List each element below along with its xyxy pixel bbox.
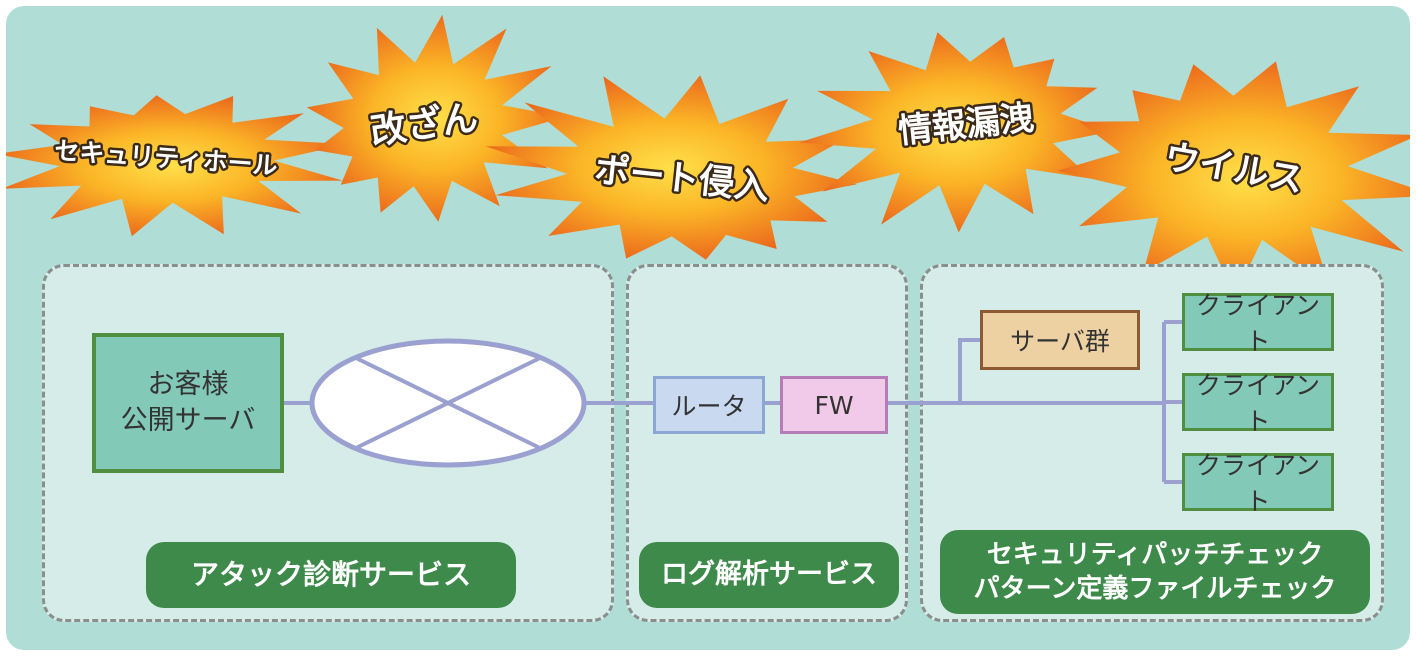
threat-burst-2 bbox=[306, 14, 565, 222]
router-box: ルータ bbox=[653, 376, 765, 434]
attack-diagnosis-service-label: アタック診断サービス bbox=[146, 542, 516, 608]
patch-check-text-2: パターン定義ファイルチェック bbox=[973, 574, 1337, 604]
threat-burst-1 bbox=[6, 95, 347, 237]
client-box: クライアント bbox=[1182, 451, 1334, 516]
internet-ellipse bbox=[309, 338, 587, 468]
network-connectors bbox=[284, 320, 1182, 484]
public-server-box: お客様 公開サーバ bbox=[92, 333, 284, 473]
server-group-box: サーバ群 bbox=[980, 310, 1140, 370]
public-server-label-2: 公開サーバ bbox=[120, 405, 256, 436]
patch-check-text-1: セキュリティパッチチェック bbox=[986, 540, 1324, 570]
threat-burst-5 bbox=[1057, 61, 1410, 296]
client-box: クライアント bbox=[1182, 291, 1334, 356]
client-box: クライアント bbox=[1182, 371, 1334, 436]
threat-burst-3 bbox=[485, 75, 857, 260]
log-analysis-service-label: ログ解析サービス bbox=[639, 542, 899, 608]
log-analysis-text: ログ解析サービス bbox=[661, 559, 877, 590]
diagram-canvas: セキュリティホール改ざんポート侵入情報漏洩ウイルス お客様 公開サーバ bbox=[6, 6, 1410, 650]
link-lan-servergroup bbox=[958, 338, 980, 403]
firewall-box: FW bbox=[780, 376, 888, 434]
public-server-label-1: お客様 bbox=[147, 369, 229, 400]
attack-diagnosis-text: アタック診断サービス bbox=[190, 558, 471, 591]
patch-check-service-label: セキュリティパッチチェック パターン定義ファイルチェック bbox=[940, 530, 1370, 614]
threat-burst-4 bbox=[799, 32, 1113, 233]
